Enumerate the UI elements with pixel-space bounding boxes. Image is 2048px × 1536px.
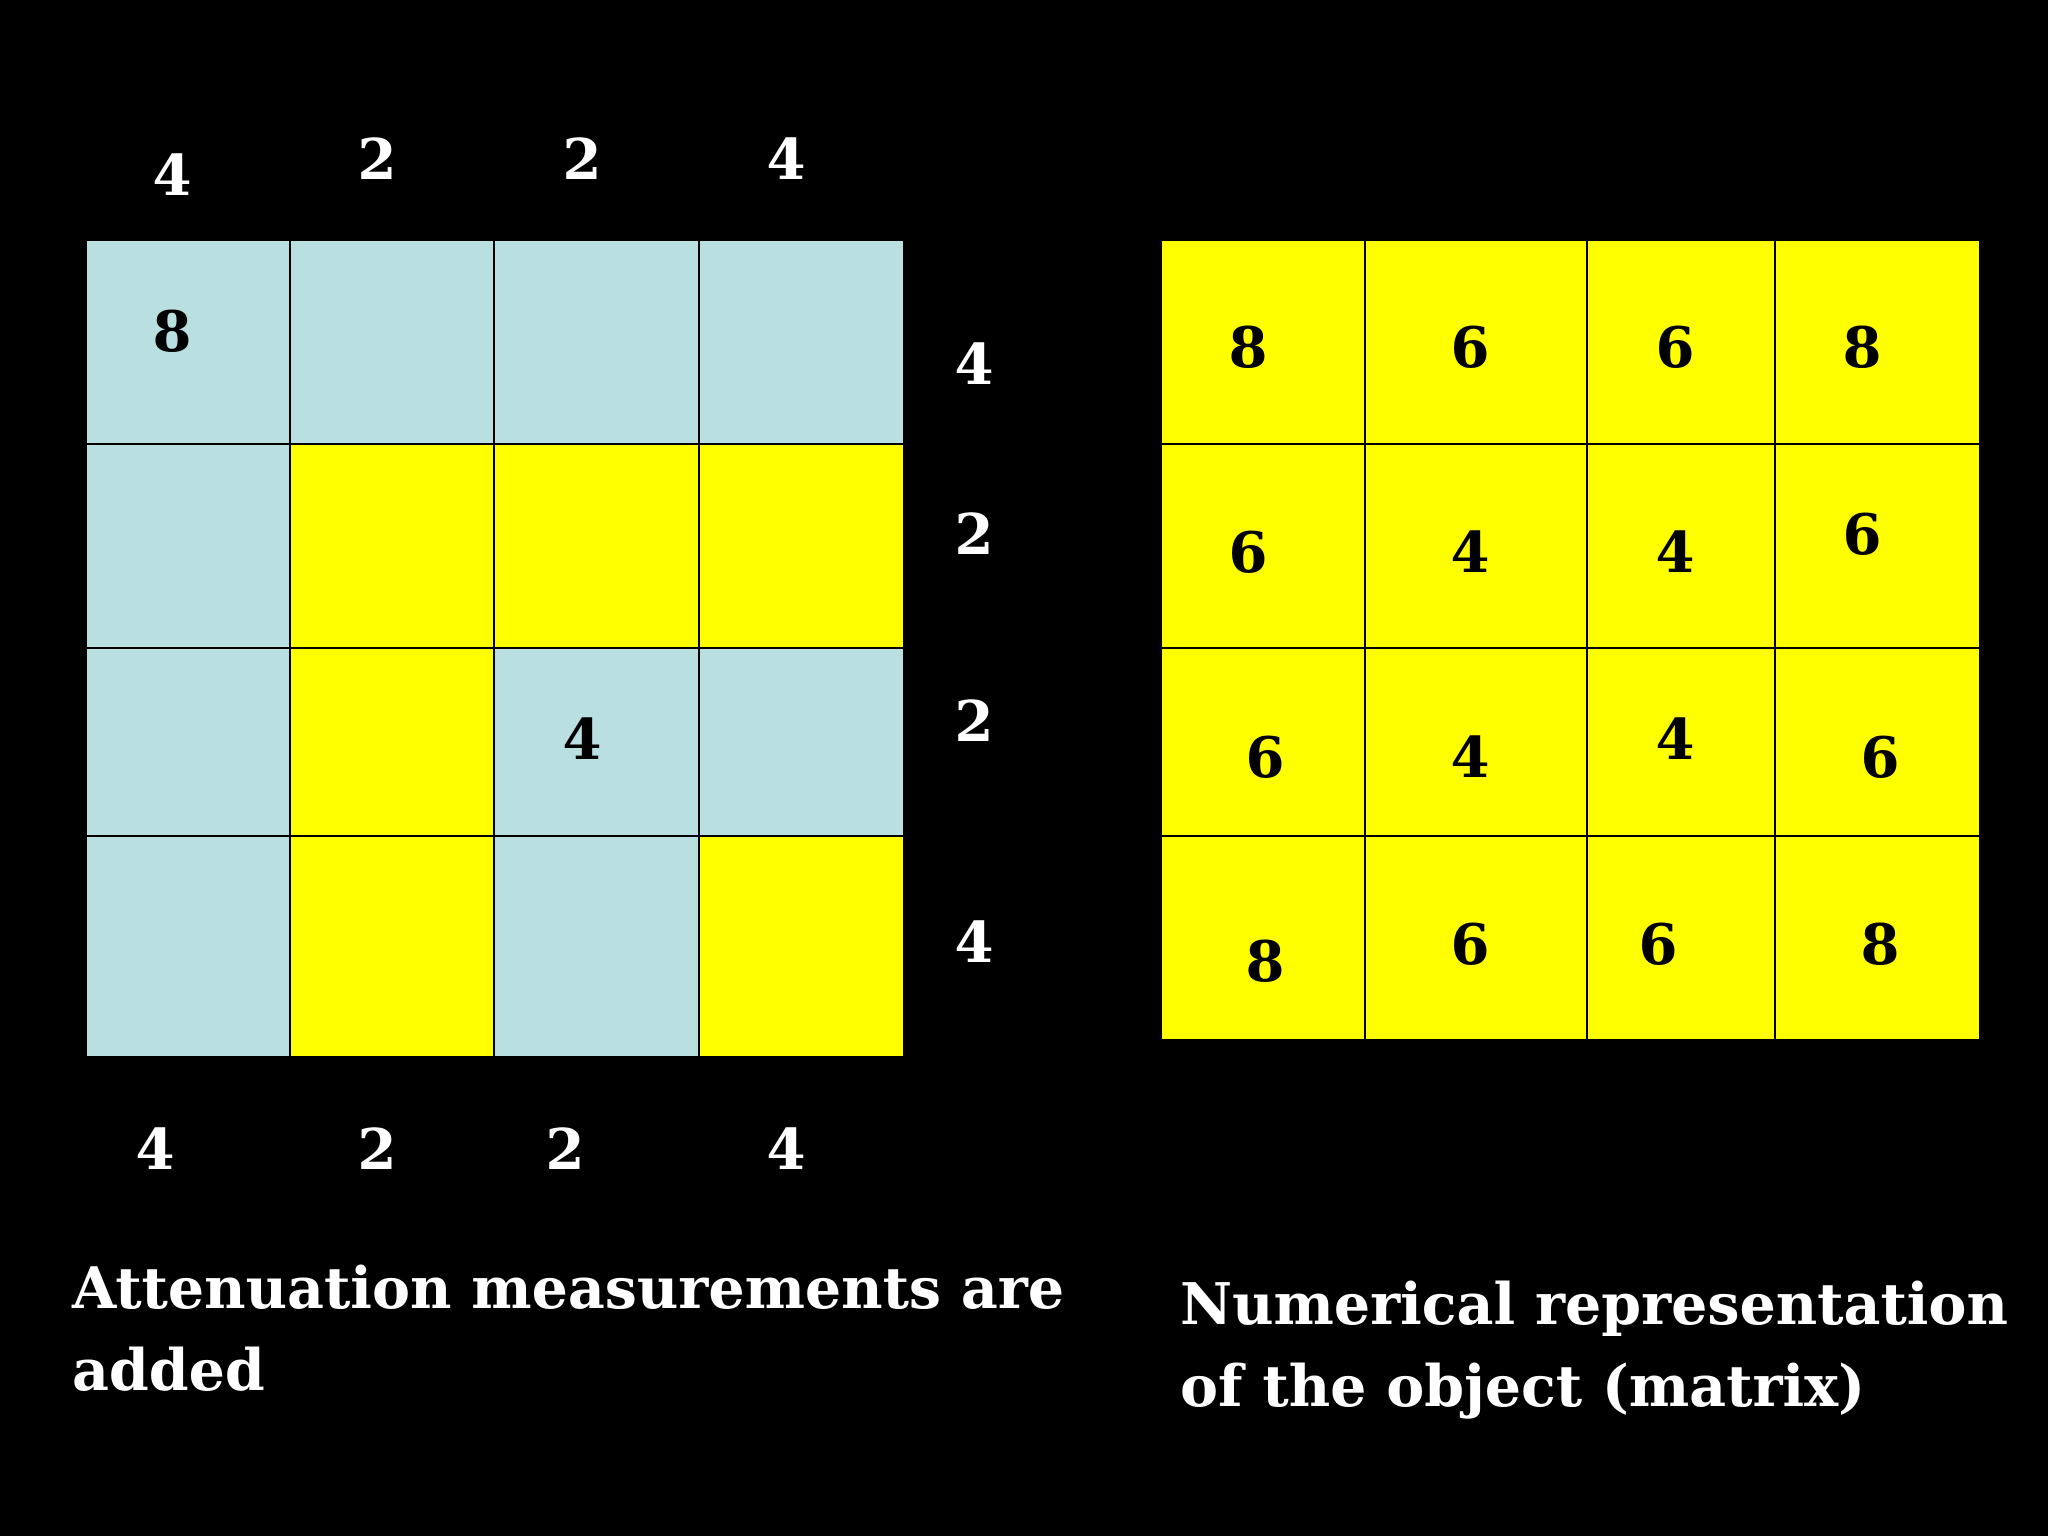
matrix-cell [1161, 836, 1365, 1040]
matrix-cell [1365, 836, 1587, 1040]
matrix-value-r2c1: 6 [1228, 520, 1268, 586]
right-caption-line-2: of the object (matrix) [1180, 1353, 1866, 1420]
matrix-cell [1775, 648, 1980, 836]
attenuation-cell [494, 836, 699, 1057]
bottom-sum-4: 4 [766, 1117, 806, 1183]
attenuation-cell [86, 648, 290, 836]
matrix-cell [1775, 240, 1980, 444]
bottom-sum-2: 2 [357, 1117, 397, 1183]
attenuation-cell [290, 648, 494, 836]
matrix-value-r4c3: 6 [1638, 912, 1678, 978]
top-sum-2: 2 [357, 127, 397, 193]
matrix-cell [1587, 444, 1775, 648]
row-sum-2: 2 [954, 502, 994, 568]
matrix-value-r1c1: 8 [1228, 315, 1268, 381]
matrix-cell [1365, 444, 1587, 648]
matrix-value-r4c4: 8 [1860, 912, 1900, 978]
matrix-value-r2c3: 4 [1655, 520, 1695, 586]
matrix-cell [1161, 648, 1365, 836]
top-sum-1: 4 [152, 143, 192, 209]
matrix-value-r4c1: 8 [1245, 929, 1285, 995]
matrix-value-r3c3: 4 [1655, 707, 1695, 773]
attenuation-cell [290, 444, 494, 648]
matrix-value-r2c2: 4 [1450, 520, 1490, 586]
left-caption: Attenuation measurements are added [72, 1248, 1064, 1412]
matrix-cell [1365, 240, 1587, 444]
matrix-cell [1161, 444, 1365, 648]
matrix-cell [1587, 648, 1775, 836]
row-sum-3: 2 [954, 689, 994, 755]
top-sum-3: 2 [562, 127, 602, 193]
bottom-sum-3: 2 [545, 1117, 585, 1183]
attenuation-cell [86, 444, 290, 648]
attenuation-cell [699, 240, 904, 444]
matrix-cell [1775, 836, 1980, 1040]
matrix-cell [1775, 444, 1980, 648]
row-sum-4: 4 [954, 910, 994, 976]
cell-label-r3c3: 4 [562, 707, 602, 773]
top-sum-4: 4 [766, 127, 806, 193]
matrix-value-r4c2: 6 [1450, 912, 1490, 978]
matrix-cell [1587, 240, 1775, 444]
attenuation-cell [699, 648, 904, 836]
attenuation-cell [699, 444, 904, 648]
right-caption: Numerical representation of the object (… [1180, 1264, 2008, 1428]
matrix-cell [1365, 648, 1587, 836]
bottom-sum-1: 4 [135, 1117, 175, 1183]
attenuation-cell [494, 648, 699, 836]
matrix-value-r2c4: 6 [1842, 502, 1882, 568]
matrix-cell [1161, 240, 1365, 444]
left-caption-line-1: Attenuation measurements are [72, 1255, 1065, 1322]
cell-label-r1c1: 8 [152, 299, 192, 365]
attenuation-cell [699, 836, 904, 1057]
matrix-value-r1c4: 8 [1842, 315, 1882, 381]
matrix-value-r1c2: 6 [1450, 315, 1490, 381]
matrix-value-r3c1: 6 [1245, 725, 1285, 791]
attenuation-cell [86, 240, 290, 444]
left-caption-line-2: added [72, 1337, 265, 1404]
matrix-value-r3c2: 4 [1450, 725, 1490, 791]
attenuation-cell [290, 240, 494, 444]
attenuation-cell [494, 240, 699, 444]
matrix-value-r3c4: 6 [1860, 725, 1900, 791]
matrix-value-r1c3: 6 [1655, 315, 1695, 381]
matrix-cell [1587, 836, 1775, 1040]
attenuation-cell [290, 836, 494, 1057]
attenuation-cell [494, 444, 699, 648]
right-caption-line-1: Numerical representation [1180, 1271, 2008, 1338]
attenuation-cell [86, 836, 290, 1057]
row-sum-1: 4 [954, 332, 994, 398]
